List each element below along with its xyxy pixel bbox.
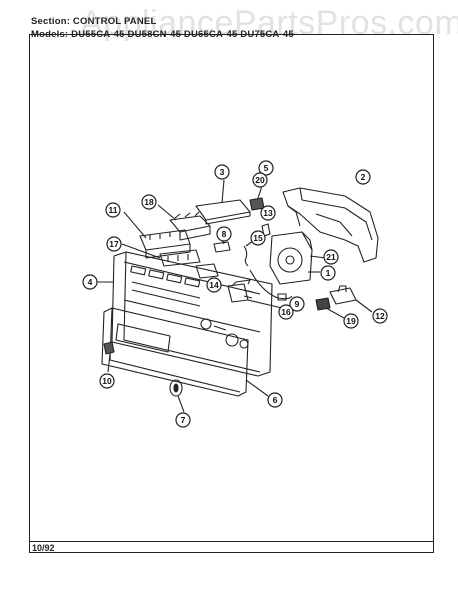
svg-text:15: 15	[253, 233, 263, 243]
part-15-spring	[243, 239, 255, 267]
svg-text:2: 2	[361, 172, 366, 182]
svg-text:1: 1	[326, 268, 331, 278]
part-17-switch	[121, 243, 201, 267]
callout-1: 1	[320, 265, 336, 281]
part-10-clip	[103, 341, 115, 373]
part-18-switch-block	[157, 204, 211, 241]
callout-17: 17	[106, 236, 122, 252]
svg-text:16: 16	[281, 307, 291, 317]
part-8-bracket	[213, 239, 231, 253]
svg-text:11: 11	[109, 205, 118, 215]
callout-21: 21	[323, 249, 339, 265]
callout-14: 14	[206, 277, 222, 293]
callout-13: 13	[260, 205, 276, 221]
callout-12: 12	[372, 308, 388, 324]
part-12-switch	[329, 285, 373, 313]
footer-rule	[29, 541, 434, 542]
watermark: AppliancePartsPros.com	[80, 4, 458, 42]
part-9-harness	[249, 269, 293, 301]
svg-text:12: 12	[375, 311, 385, 321]
svg-text:10: 10	[102, 376, 112, 386]
part-1-timer	[269, 231, 327, 285]
callout-4: 4	[82, 274, 98, 290]
part-16-switch	[227, 279, 283, 309]
callout-11: 11	[105, 202, 121, 218]
callout-18: 18	[141, 194, 157, 210]
callout-8: 8	[216, 226, 232, 242]
callout-15: 15	[250, 230, 266, 246]
svg-text:21: 21	[326, 252, 336, 262]
part-2-console-cover	[282, 187, 379, 263]
part-11-switch-assembly	[123, 211, 191, 259]
svg-text:17: 17	[109, 239, 119, 249]
diagram-frame	[29, 34, 434, 553]
part-4-control-panel	[96, 251, 273, 377]
part-6-front-panel	[101, 307, 269, 397]
part-3-lens	[195, 179, 251, 225]
svg-text:18: 18	[144, 197, 154, 207]
callout-5: 5	[258, 160, 274, 176]
callout-9: 9	[289, 296, 305, 312]
svg-text:6: 6	[273, 395, 278, 405]
callout-16: 16	[278, 304, 294, 320]
svg-text:20: 20	[255, 175, 265, 185]
section-title: Section: CONTROL PANEL	[31, 16, 157, 27]
svg-text:13: 13	[263, 208, 273, 218]
svg-text:14: 14	[209, 280, 219, 290]
revision-date: 10/92	[32, 543, 55, 553]
callout-2: 2	[355, 169, 371, 185]
svg-text:7: 7	[181, 415, 186, 425]
svg-text:4: 4	[88, 277, 93, 287]
part-20-cap	[249, 185, 265, 211]
part-14-plate	[195, 263, 219, 279]
callout-19: 19	[343, 313, 359, 329]
svg-text:9: 9	[295, 299, 300, 309]
part-7-knob	[169, 379, 185, 413]
callout-6: 6	[267, 392, 283, 408]
callout-20: 20	[252, 172, 268, 188]
part-19-switch	[315, 297, 345, 319]
svg-text:5: 5	[264, 163, 269, 173]
svg-text:3: 3	[220, 167, 225, 177]
svg-text:8: 8	[222, 229, 227, 239]
svg-text:19: 19	[346, 316, 356, 326]
callout-7: 7	[175, 412, 191, 428]
callout-3: 3	[214, 164, 230, 180]
callout-10: 10	[99, 373, 115, 389]
